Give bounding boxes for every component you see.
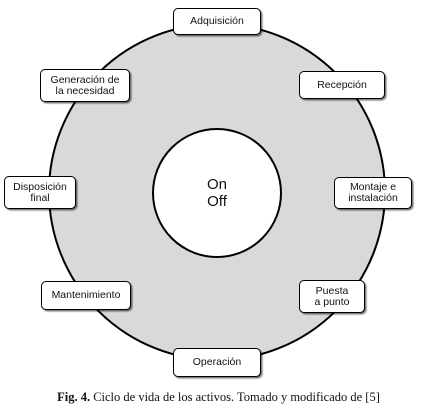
stage-generacion: Generación de la necesidad (40, 69, 130, 102)
stage-disposicion: Disposición final (4, 176, 76, 209)
stage-puesta: Puesta a punto (299, 280, 365, 313)
center-hub: On Off (152, 128, 282, 258)
figure-caption-text: Ciclo de vida de los activos. Tomado y m… (93, 390, 380, 404)
stage-adquisicion: Adquisición (173, 8, 261, 35)
stage-recepcion: Recepción (299, 71, 385, 99)
stage-montaje: Montaje e instalación (334, 177, 412, 209)
stage-mantenimiento: Mantenimiento (41, 281, 131, 310)
figure-caption: Fig. 4. Ciclo de vida de los activos. To… (0, 390, 437, 405)
figure-caption-label: Fig. 4. (57, 390, 91, 404)
stage-operacion: Operación (173, 348, 261, 377)
